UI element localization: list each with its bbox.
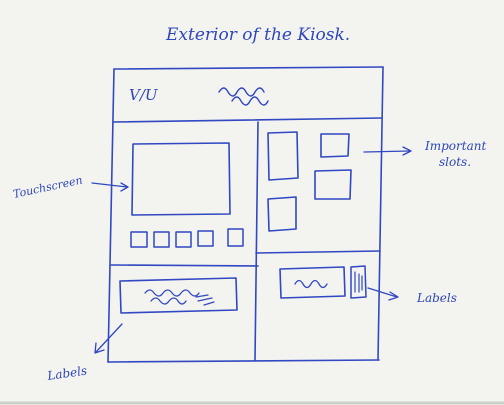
arrow-head-icon bbox=[388, 291, 399, 301]
labels-left-annotation: Labels bbox=[45, 323, 123, 384]
kiosk-button-2 bbox=[153, 231, 170, 248]
slots-annotation: Important slots. bbox=[363, 139, 486, 169]
slot-2 bbox=[320, 133, 350, 158]
slots-group bbox=[267, 131, 352, 232]
touchscreen-panel bbox=[131, 142, 231, 216]
kiosk-frame bbox=[107, 66, 384, 363]
kiosk-button-5 bbox=[227, 228, 244, 247]
kiosk-button-4 bbox=[197, 230, 214, 247]
slot-1 bbox=[267, 131, 299, 181]
kiosk-button-3 bbox=[175, 231, 192, 248]
labels-left-arrow-line bbox=[95, 323, 123, 353]
right-mid-divider bbox=[255, 250, 381, 254]
arrow-head-icon bbox=[402, 146, 412, 156]
slot-4 bbox=[267, 196, 297, 232]
label-slot-right bbox=[350, 265, 367, 299]
labels-right-arrow-line bbox=[367, 287, 398, 298]
slots-arrow-line bbox=[363, 150, 411, 153]
labels-right-annotation: Labels bbox=[367, 287, 457, 305]
kiosk-button-1 bbox=[130, 231, 148, 248]
slot-3 bbox=[314, 169, 352, 200]
arrow-head-icon bbox=[94, 342, 105, 354]
labels-right-text: Labels bbox=[416, 291, 457, 305]
label-panel-left bbox=[119, 277, 238, 314]
touchscreen-arrow-line bbox=[91, 182, 128, 188]
center-divider bbox=[254, 121, 259, 361]
arrow-head-icon bbox=[120, 182, 129, 192]
header-scribble bbox=[218, 87, 269, 106]
button-row bbox=[130, 228, 244, 248]
labels-left-text: Labels bbox=[45, 364, 87, 384]
diagram-title: Exterior of the Kiosk. bbox=[165, 25, 350, 45]
left-mid-divider bbox=[110, 264, 259, 267]
header-mark: V/U bbox=[129, 86, 159, 104]
slots-label-line-2: slots. bbox=[439, 155, 471, 169]
slots-label-line-1: Important bbox=[424, 139, 486, 153]
kiosk-header: V/U bbox=[113, 86, 383, 123]
label-panel-right bbox=[279, 265, 367, 299]
